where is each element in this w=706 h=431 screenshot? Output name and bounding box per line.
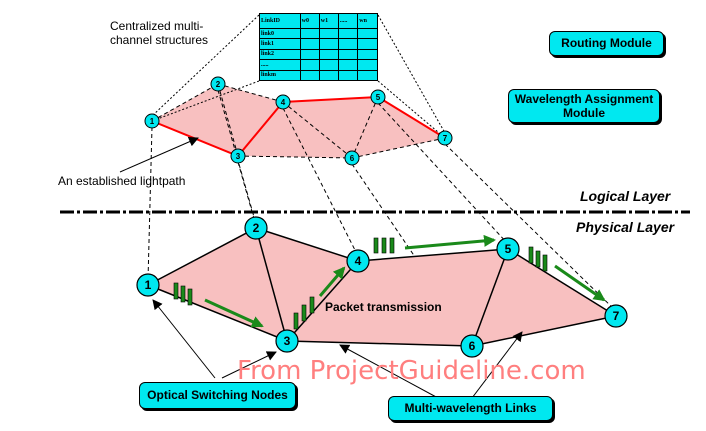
centralized-label-line2: channel structures [110, 33, 208, 47]
logical-node [210, 76, 226, 92]
pointer-arrows [119, 137, 523, 399]
packet-arrow [404, 234, 496, 250]
link-table-row: link1 [259, 38, 378, 50]
logical-node [230, 148, 246, 164]
channel-bar [301, 304, 307, 322]
logical-node-label: 3 [236, 152, 241, 161]
channel-bar [187, 288, 193, 306]
physical-node [275, 329, 299, 353]
packet-transmission-label: Packet transmission [325, 300, 442, 314]
logical-node-label: 1 [150, 117, 155, 126]
logical-node-labels: 1 2 3 4 5 6 7 [150, 80, 448, 163]
link-table-row-label: link2 [259, 48, 301, 61]
packet-arrows [204, 234, 606, 328]
physical-node [496, 237, 520, 261]
link-table: LinkID w0 w1 ..... wn link0 link1 link2 … [259, 12, 378, 82]
link-table-header-cell: wn [357, 12, 378, 30]
physical-node-label: 4 [355, 254, 362, 268]
routing-module-box: Routing Module [549, 31, 664, 56]
link-pointer [471, 331, 523, 399]
channel-bar [173, 282, 179, 300]
logical-node-label: 4 [281, 98, 286, 107]
lightpath-label: An established lightpath [58, 174, 185, 188]
physical-node-label: 1 [145, 278, 152, 292]
link-table-row-label: linkm [259, 69, 301, 82]
logical-node [437, 130, 453, 146]
packet-arrow [318, 266, 346, 297]
channel-bar [528, 246, 534, 264]
node-pointer [221, 351, 277, 379]
physical-node-labels: 1 2 3 4 5 6 7 [145, 221, 620, 353]
physical-node-label: 2 [253, 221, 260, 235]
packet-arrow [204, 298, 264, 328]
physical-node [346, 249, 370, 273]
optical-nodes-box: Optical Switching Nodes [139, 382, 296, 409]
optical-nodes-label: Optical Switching Nodes [147, 388, 288, 402]
channel-bar [535, 250, 541, 268]
wavelength-module-label-line2: Module [563, 106, 605, 120]
logical-node-label: 5 [376, 93, 381, 102]
logical-node-label: 2 [216, 80, 221, 89]
logical-layer-label: Logical Layer [580, 188, 672, 204]
table-projection-lines [151, 14, 446, 139]
link-table-header-cell: w1 [318, 12, 339, 30]
logical-nodes [144, 76, 453, 166]
link-table-header: LinkID w0 w1 ..... wn [259, 12, 378, 30]
channel-bar [309, 296, 315, 314]
physical-node-label: 7 [613, 309, 620, 323]
channel-bar [293, 312, 299, 330]
channel-bar [373, 237, 379, 254]
node-pointer [152, 299, 216, 379]
link-table-header-cell: ..... [337, 12, 359, 30]
physical-node [244, 216, 268, 240]
link-table-row-label: link0 [259, 27, 301, 40]
channel-bar [542, 254, 548, 272]
link-table-header-cell: LinkID [259, 12, 301, 30]
physical-layer-label: Physical Layer [576, 219, 676, 235]
link-table-row-label: ..... [259, 59, 301, 71]
physical-node [604, 304, 628, 328]
physical-links [147, 227, 617, 347]
logical-node [344, 150, 360, 166]
centralized-label-line1: Centralized multi- [110, 19, 203, 33]
link-table-row: link0 [259, 27, 378, 40]
watermark: From ProjectGuideline.com [237, 356, 586, 386]
logical-node [370, 89, 386, 105]
physical-node-label: 5 [505, 242, 512, 256]
logical-node [144, 113, 160, 129]
link-table-row: linkm [259, 69, 378, 82]
physical-node-label: 3 [284, 334, 291, 348]
channel-bars [173, 237, 548, 330]
logical-node-label: 6 [350, 154, 355, 163]
physical-node [136, 273, 160, 297]
link-table-row: ..... [259, 59, 378, 71]
channel-bar [180, 285, 186, 303]
logical-region [152, 84, 445, 158]
physical-node [460, 334, 484, 358]
lightpath-pointer [119, 137, 199, 173]
wavelength-module-label-line1: Wavelength Assignment [514, 92, 654, 106]
link-pointer [339, 344, 439, 399]
link-table-header-cell: w0 [299, 12, 320, 30]
logical-node-label: 7 [443, 134, 448, 143]
multi-links-label: Multi-wavelength Links [404, 401, 537, 415]
physical-node-label: 6 [469, 339, 476, 353]
routing-module-label: Routing Module [561, 36, 652, 50]
packet-arrow [554, 264, 606, 302]
channel-bar [389, 237, 395, 254]
physical-region [148, 228, 616, 346]
channel-bar [381, 237, 387, 254]
link-table-row-label: link1 [259, 38, 301, 50]
wavelength-module-box: Wavelength Assignment Module [508, 89, 660, 123]
physical-nodes [136, 216, 628, 358]
link-table-row: link2 [259, 48, 378, 61]
logical-node [275, 94, 291, 110]
multi-links-box: Multi-wavelength Links [388, 396, 553, 421]
